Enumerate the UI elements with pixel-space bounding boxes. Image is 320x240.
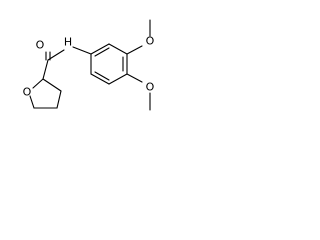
- aromatic-inner-bond-3: [94, 71, 110, 81]
- amide-c-n-bond: [47, 49, 65, 61]
- aromatic-bond-1: [90, 43, 110, 55]
- n-aryl-bond: [72, 46, 92, 55]
- methoxy-oxygen-2-label: O: [146, 81, 155, 94]
- ring-bond-1: [32, 78, 44, 89]
- ring-bond-4: [56, 90, 62, 109]
- carbonyl-ring-bond: [42, 59, 49, 80]
- aromatic-bond-4: [108, 73, 128, 85]
- ring-bond-5: [42, 78, 62, 92]
- aromatic-bond-2: [108, 43, 128, 55]
- ring-oxygen-label: O: [23, 86, 32, 99]
- methoxy-oxygen-1-label: O: [146, 35, 155, 48]
- ring-bond-2: [29, 95, 35, 109]
- molecule-diagram: O H O O O: [23, 19, 155, 111]
- carbonyl-oxygen-label: O: [36, 39, 45, 52]
- aromatic-bond-5: [90, 73, 110, 85]
- amide-nitrogen-label: H: [64, 36, 72, 49]
- methoxy-1-o-bond: [126, 45, 143, 55]
- methoxy-2-o-bond: [126, 73, 143, 83]
- aromatic-inner-bond-1: [94, 47, 110, 57]
